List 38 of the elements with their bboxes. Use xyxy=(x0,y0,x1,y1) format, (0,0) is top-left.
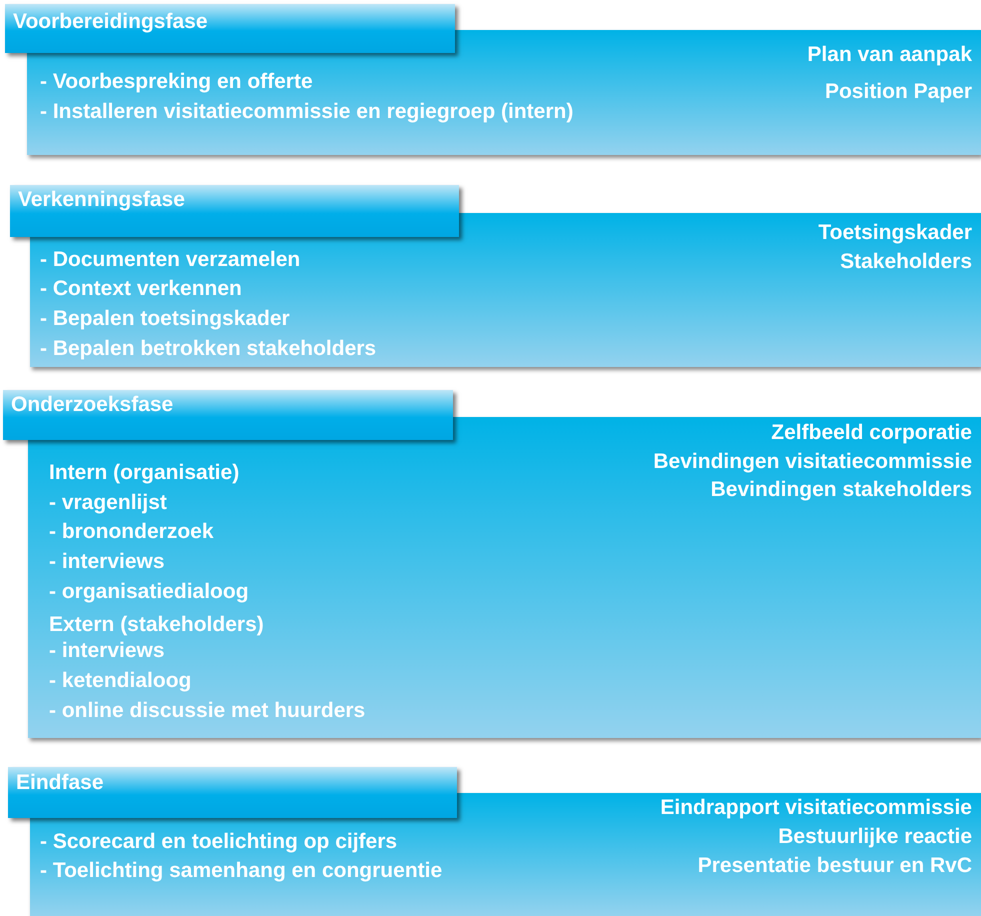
activity-item: - Bepalen betrokken stakeholders xyxy=(40,337,376,361)
deliverable-item: Stakeholders xyxy=(840,250,972,274)
activity-item: - organisatiedialoog xyxy=(49,580,249,604)
activity-item: - Context verkennen xyxy=(40,277,242,301)
activity-item: - Documenten verzamelen xyxy=(40,248,300,272)
phase-heading: Onderzoeksfase xyxy=(11,393,174,417)
deliverable-item: Position Paper xyxy=(824,80,972,104)
phase-tab xyxy=(8,767,457,818)
deliverable-item: Plan van aanpak xyxy=(807,43,972,67)
deliverable-item: Bevindingen stakeholders xyxy=(710,478,972,502)
phase-panel xyxy=(30,793,981,916)
phase-panel xyxy=(30,213,981,367)
deliverable-item: Eindrapport visitatiecommissie xyxy=(660,796,972,820)
phase-tab xyxy=(3,390,453,440)
group-heading: Intern (organisatie) xyxy=(49,461,240,485)
activity-item: - vragenlijst xyxy=(49,491,167,515)
activity-item: - ketendialoog xyxy=(49,669,192,693)
activity-item: - online discussie met huurders xyxy=(49,699,366,723)
activity-item: - brononderzoek xyxy=(49,520,214,544)
phase-heading: Voorbereidingsfase xyxy=(13,10,208,34)
deliverable-item: Bestuurlijke reactie xyxy=(778,825,972,849)
activity-item: - Toelichting samenhang en congruentie xyxy=(40,859,442,883)
activity-item: - Voorbespreking en offerte xyxy=(40,70,313,94)
activity-item: - Scorecard en toelichting op cijfers xyxy=(40,830,398,854)
group-heading: Extern (stakeholders) xyxy=(49,613,264,637)
phase-heading: Eindfase xyxy=(16,771,104,795)
deliverable-item: Zelfbeeld corporatie xyxy=(771,421,972,445)
phase-tab xyxy=(5,4,455,53)
activity-item: - interviews xyxy=(49,550,165,574)
phase-heading: Verkenningsfase xyxy=(18,188,185,212)
activity-item: - Bepalen toetsingskader xyxy=(40,307,290,331)
deliverable-item: Bevindingen visitatiecommissie xyxy=(653,450,972,474)
phase-tab xyxy=(10,185,459,237)
deliverable-item: Toetsingskader xyxy=(818,221,972,245)
activity-item: - Installeren visitatiecommissie en regiegroep (intern) xyxy=(40,100,574,124)
phase-panel xyxy=(28,417,981,738)
deliverable-item: Presentatie bestuur en RvC xyxy=(698,854,972,878)
activity-item: - interviews xyxy=(49,639,165,663)
